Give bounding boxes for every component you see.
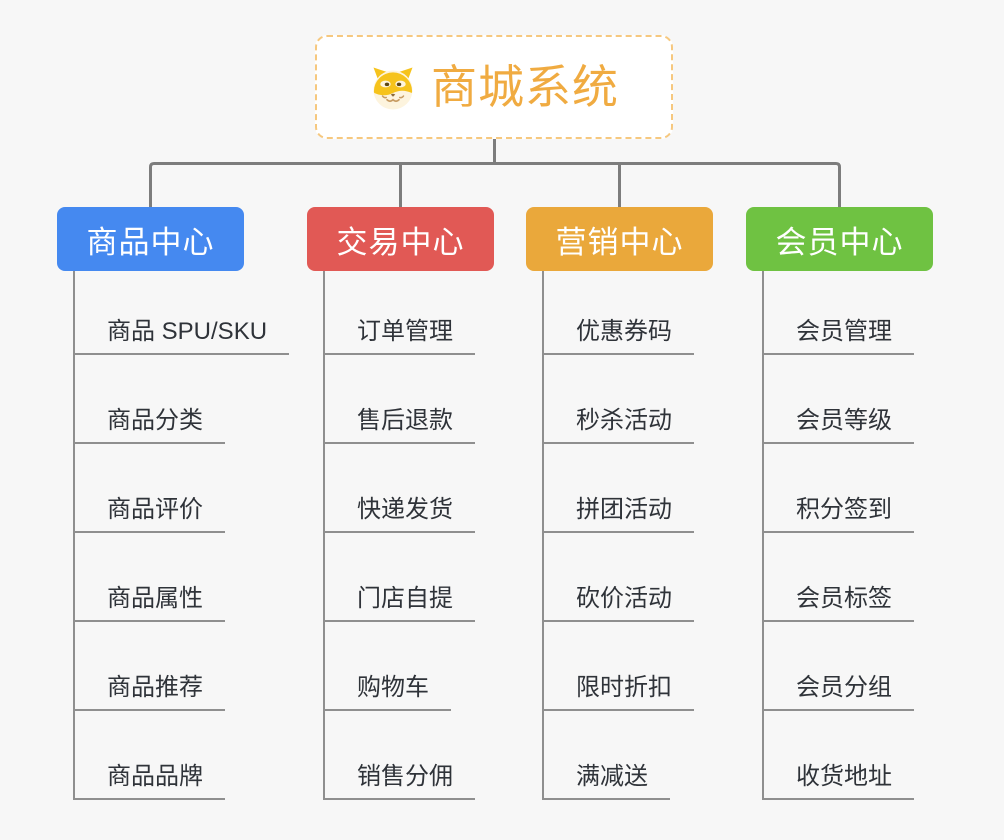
node-item[interactable]: 拼团活动 xyxy=(544,444,694,533)
node-item[interactable]: 商品属性 xyxy=(75,533,225,622)
node-item[interactable]: 满减送 xyxy=(544,711,670,800)
branch-items-trade: 订单管理 售后退款 快递发货 门店自提 购物车 销售分佣 xyxy=(323,271,475,800)
node-item[interactable]: 秒杀活动 xyxy=(544,355,694,444)
node-item[interactable]: 商品推荐 xyxy=(75,622,225,711)
node-item[interactable]: 商品评价 xyxy=(75,444,225,533)
node-item[interactable]: 会员分组 xyxy=(764,622,914,711)
node-item[interactable]: 商品分类 xyxy=(75,355,225,444)
node-item[interactable]: 会员标签 xyxy=(764,533,914,622)
node-item[interactable]: 限时折扣 xyxy=(544,622,694,711)
branch-header-marketing[interactable]: 营销中心 xyxy=(526,207,713,271)
branch-header-trade[interactable]: 交易中心 xyxy=(307,207,494,271)
node-item[interactable]: 商品品牌 xyxy=(75,711,225,800)
node-item[interactable]: 门店自提 xyxy=(325,533,475,622)
branch-header-member[interactable]: 会员中心 xyxy=(746,207,933,271)
node-item[interactable]: 积分签到 xyxy=(764,444,914,533)
branch-items-member: 会员管理 会员等级 积分签到 会员标签 会员分组 收货地址 xyxy=(762,271,914,800)
branch-member-center: 会员中心 会员管理 会员等级 积分签到 会员标签 会员分组 收货地址 xyxy=(746,207,933,800)
branch-items-marketing: 优惠券码 秒杀活动 拼团活动 砍价活动 限时折扣 满减送 xyxy=(542,271,694,800)
root-title: 商城系统 xyxy=(431,61,619,113)
node-item[interactable]: 优惠券码 xyxy=(544,271,694,355)
node-item[interactable]: 购物车 xyxy=(325,622,451,711)
node-item[interactable]: 订单管理 xyxy=(325,271,475,355)
node-item[interactable]: 销售分佣 xyxy=(325,711,475,800)
branch-product-center: 商品中心 商品 SPU/SKU 商品分类 商品评价 商品属性 商品推荐 商品品牌 xyxy=(57,207,290,800)
node-item[interactable]: 会员等级 xyxy=(764,355,914,444)
node-item[interactable]: 售后退款 xyxy=(325,355,475,444)
branch-trade-center: 交易中心 订单管理 售后退款 快递发货 门店自提 购物车 销售分佣 xyxy=(307,207,494,800)
node-item[interactable]: 商品 SPU/SKU xyxy=(75,271,290,355)
root-node[interactable]: 商城系统 xyxy=(315,35,673,139)
node-item[interactable]: 会员管理 xyxy=(764,271,914,355)
branch-header-product[interactable]: 商品中心 xyxy=(57,207,244,271)
branch-marketing-center: 营销中心 优惠券码 秒杀活动 拼团活动 砍价活动 限时折扣 满减送 xyxy=(526,207,713,800)
dog-icon xyxy=(373,67,413,110)
node-item[interactable]: 快递发货 xyxy=(325,444,475,533)
node-item[interactable]: 砍价活动 xyxy=(544,533,694,622)
branch-items-product: 商品 SPU/SKU 商品分类 商品评价 商品属性 商品推荐 商品品牌 xyxy=(73,271,290,800)
node-item[interactable]: 收货地址 xyxy=(764,711,914,800)
connector-lines xyxy=(149,139,841,207)
